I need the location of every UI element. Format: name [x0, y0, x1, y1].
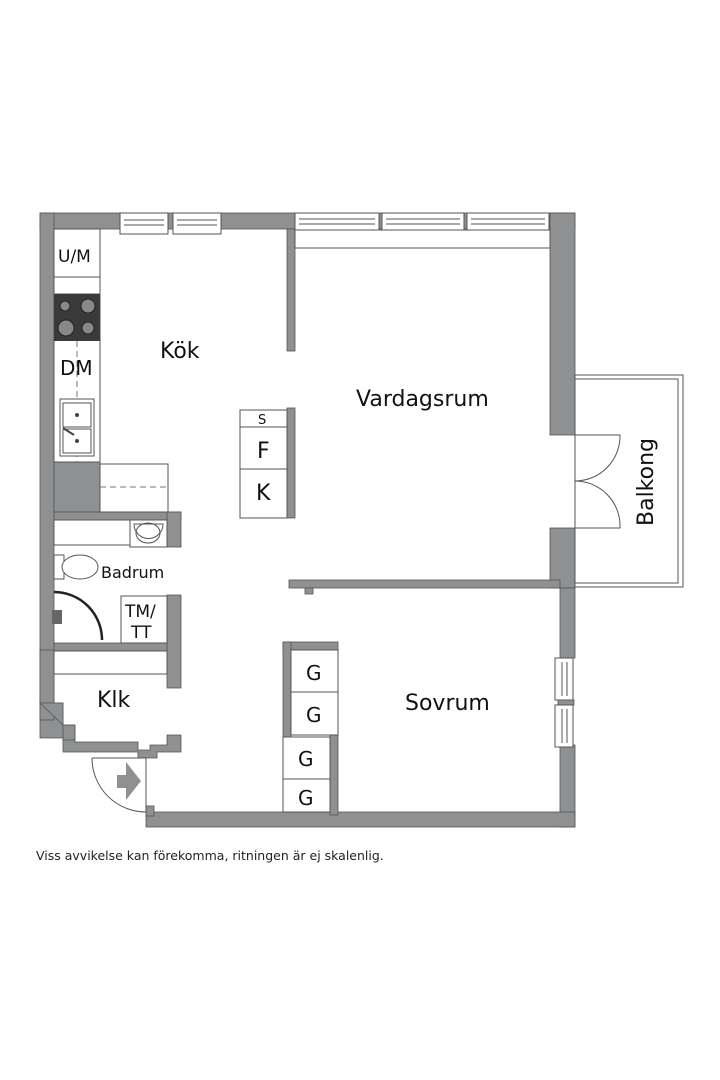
fridge-freezer: [239, 409, 288, 519]
room-label-bedroom: Sovrum: [405, 691, 490, 716]
washbasin-icon: [129, 519, 168, 548]
balcony: [574, 374, 684, 588]
fixture-microwave: U/M: [58, 247, 91, 267]
room-label-closet: Klk: [97, 688, 131, 713]
room-label-living-room: Vardagsrum: [356, 387, 489, 412]
disclaimer-text: Viss avvikelse kan förekomma, ritningen …: [36, 848, 384, 863]
bathroom-fixtures: [52, 519, 168, 644]
wardrobe-1: G: [306, 661, 322, 685]
fixture-fridge: F: [257, 439, 270, 464]
room-label-bathroom: Badrum: [101, 563, 164, 582]
fixture-dishwasher: DM: [60, 356, 93, 380]
wardrobe-4: G: [298, 786, 314, 810]
shower-icon: [52, 590, 104, 641]
fixture-washer-line2: TT: [130, 623, 152, 643]
room-label-balcony: Balkong: [634, 438, 659, 526]
fixture-fridge-s: S: [258, 413, 266, 428]
windows-bedroom: [554, 657, 575, 748]
wardrobe-3: G: [298, 747, 314, 771]
entrance-door: [91, 757, 147, 813]
toilet-icon: [53, 554, 99, 580]
fixture-freezer: K: [256, 481, 271, 506]
room-label-kitchen: Kök: [160, 339, 200, 364]
windows-top: [119, 212, 551, 249]
wardrobe-2: G: [306, 703, 322, 727]
kitchen-counter: [53, 228, 101, 463]
entrance-arrow-icon: [117, 762, 141, 800]
fixture-washer-line1: TM/: [124, 602, 156, 622]
wardrobes: [282, 649, 339, 813]
sink-icon: [59, 398, 95, 457]
